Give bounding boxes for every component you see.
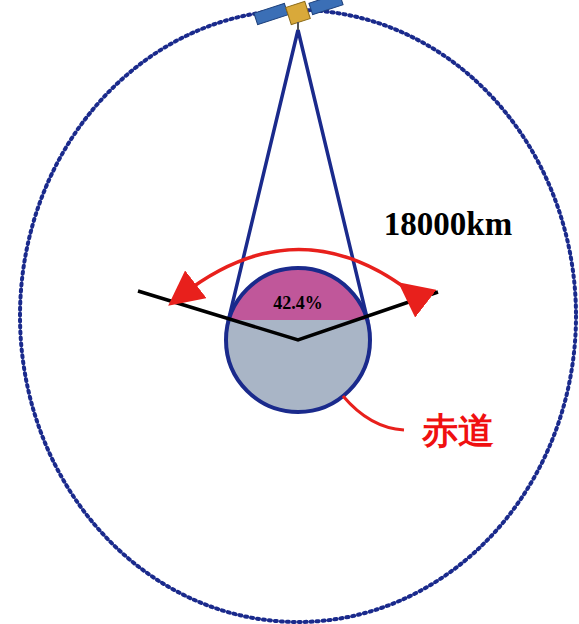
- distance-label: 18000km: [384, 206, 512, 243]
- coverage-arc: [182, 249, 412, 295]
- satellite: [254, 0, 343, 30]
- equator-label: 赤道: [422, 407, 494, 456]
- coverage-percent: 42.4%: [273, 293, 323, 314]
- angle-lines: [138, 291, 438, 340]
- coverage-cone: [228, 30, 368, 322]
- leader-line: [343, 396, 404, 430]
- orbit: [20, 10, 576, 622]
